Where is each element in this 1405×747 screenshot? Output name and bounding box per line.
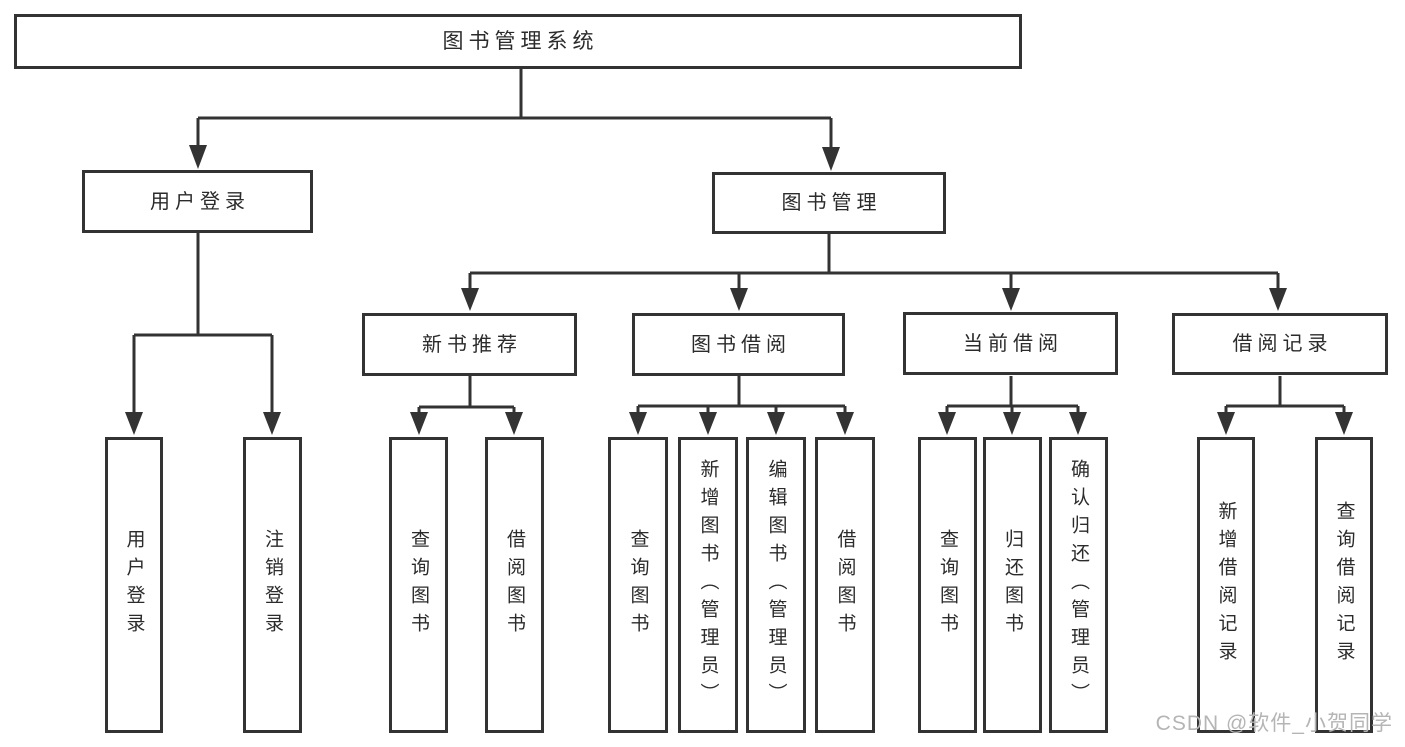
- node-label: 编辑图书（管理员）: [765, 459, 787, 711]
- leaf-return-books: 归还图书: [983, 437, 1042, 733]
- leaf-borrow-books: 借阅图书: [815, 437, 875, 733]
- node-label: 新书推荐: [422, 333, 522, 356]
- node-label: 新增图书（管理员）: [697, 459, 719, 711]
- leaf-edit-books-admin: 编辑图书（管理员）: [746, 437, 806, 733]
- node-new-book-recommend: 新书推荐: [362, 313, 577, 376]
- node-label: 借阅图书: [504, 529, 525, 641]
- node-label: 用户登录: [123, 529, 145, 641]
- leaf-query-books-borrow: 查询图书: [608, 437, 668, 733]
- node-book-management: 图书管理: [712, 172, 946, 234]
- node-label: 注销登录: [262, 529, 283, 641]
- leaf-confirm-return-admin: 确认归还（管理员）: [1049, 437, 1108, 733]
- node-label: 查询图书: [627, 529, 649, 641]
- node-label: 图书管理: [781, 192, 882, 214]
- node-label: 用户登录: [150, 190, 250, 213]
- node-label: 图书借阅: [691, 333, 791, 356]
- node-user-login: 用户登录: [82, 170, 313, 233]
- node-borrow-records: 借阅记录: [1172, 313, 1388, 375]
- node-label: 新增借阅记录: [1215, 501, 1237, 669]
- node-label: 归还图书: [1002, 529, 1023, 641]
- leaf-query-books-current: 查询图书: [918, 437, 977, 733]
- leaf-add-books-admin: 新增图书（管理员）: [678, 437, 738, 733]
- node-current-borrow: 当前借阅: [903, 312, 1118, 375]
- node-label: 图书管理系统: [442, 30, 599, 53]
- node-root-system: 图书管理系统: [14, 14, 1022, 69]
- leaf-query-books-recommend: 查询图书: [389, 437, 448, 733]
- node-label: 查询借阅记录: [1333, 501, 1355, 669]
- leaf-logout: 注销登录: [243, 437, 302, 733]
- leaf-borrow-books-recommend: 借阅图书: [485, 437, 544, 733]
- csdn-watermark: CSDN @软件_小贺同学: [1155, 712, 1393, 735]
- node-label: 当前借阅: [963, 332, 1063, 355]
- leaf-query-borrow-record: 查询借阅记录: [1315, 437, 1373, 733]
- node-label: 查询图书: [937, 529, 958, 641]
- node-label: 确认归还（管理员）: [1068, 459, 1089, 711]
- leaf-user-login: 用户登录: [105, 437, 163, 733]
- leaf-add-borrow-record: 新增借阅记录: [1197, 437, 1255, 733]
- node-label: 借阅记录: [1232, 333, 1333, 355]
- node-label: 查询图书: [408, 529, 429, 641]
- arrowheads: [125, 145, 1353, 435]
- node-label: 借阅图书: [834, 529, 856, 641]
- node-book-borrow: 图书借阅: [632, 313, 845, 376]
